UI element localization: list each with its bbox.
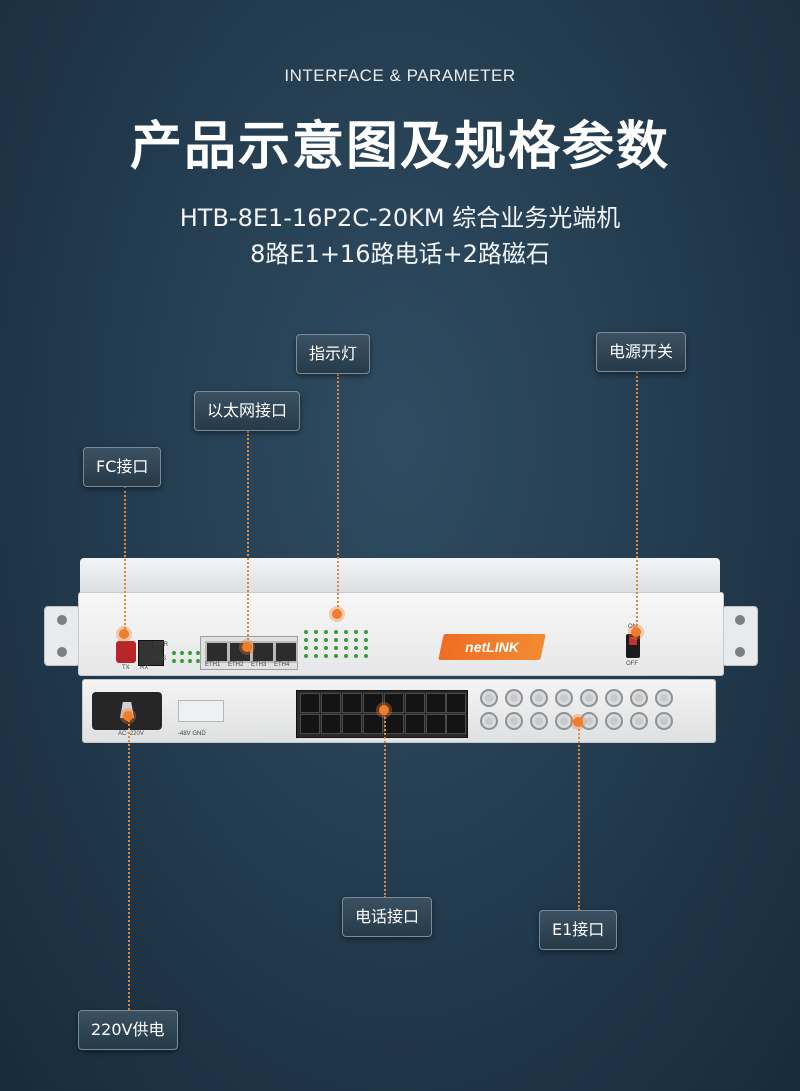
phone-callout: 电话接口 bbox=[342, 897, 433, 937]
power-switch-callout: 电源开关 bbox=[596, 332, 687, 372]
dc-label: -48V GND bbox=[178, 731, 206, 737]
eth1-label: ETH1 bbox=[205, 662, 221, 668]
e1-leader bbox=[578, 722, 580, 910]
left-rack-ear bbox=[44, 606, 80, 666]
eth2-label: ETH2 bbox=[228, 662, 244, 668]
fc-leader bbox=[124, 486, 126, 633]
e1-callout: E1接口 bbox=[539, 910, 618, 950]
ethernet-leader bbox=[247, 431, 249, 647]
right-rack-ear bbox=[722, 606, 758, 666]
phone-leader bbox=[384, 710, 386, 898]
switch-off-label: OFF bbox=[626, 661, 638, 667]
eth-port-3 bbox=[251, 641, 275, 663]
led-los-label: LOS bbox=[154, 656, 167, 662]
brand-logo: netLINK bbox=[438, 634, 546, 660]
front-panel bbox=[78, 592, 724, 676]
power-switch[interactable] bbox=[626, 634, 640, 658]
indicator-leader bbox=[337, 374, 339, 614]
phone-marker bbox=[379, 705, 389, 715]
indicator-callout: 指示灯 bbox=[296, 334, 371, 374]
power-supply-leader bbox=[128, 716, 130, 1010]
fc-port bbox=[116, 641, 136, 663]
led-pwr-label: PWR bbox=[154, 642, 168, 648]
brand-name: netLINK bbox=[465, 639, 519, 655]
dc-terminal bbox=[178, 700, 224, 722]
eth4-label: ETH4 bbox=[274, 662, 290, 668]
power-switch-leader bbox=[636, 372, 638, 630]
fc-tx-label: TX bbox=[122, 665, 130, 671]
device-top-cover bbox=[80, 558, 720, 594]
ac-label: AC~220V bbox=[118, 731, 144, 737]
e1-marker bbox=[573, 717, 583, 727]
fc-rx-label: RX bbox=[140, 665, 149, 671]
power-switch-marker bbox=[631, 627, 641, 637]
fc-marker bbox=[119, 629, 129, 639]
ethernet-callout: 以太网接口 bbox=[194, 391, 301, 431]
indicator-marker bbox=[332, 609, 342, 619]
model-line: HTB-8E1-16P2C-20KM 综合业务光端机 bbox=[179, 204, 621, 232]
fc-connector bbox=[138, 640, 164, 666]
eyebrow-text: INTERFACE & PARAMETER bbox=[284, 66, 516, 85]
power-supply-marker bbox=[123, 711, 133, 721]
eth3-label: ETH3 bbox=[251, 662, 267, 668]
spec-line: 8路E1+16路电话+2路磁石 bbox=[250, 240, 550, 268]
ethernet-marker bbox=[242, 642, 252, 652]
eth-port-4 bbox=[274, 641, 298, 663]
eth-port-1 bbox=[205, 641, 229, 663]
fc-callout: FC接口 bbox=[83, 447, 162, 487]
page-title: 产品示意图及规格参数 bbox=[129, 117, 670, 177]
power-supply-callout: 220V供电 bbox=[78, 1010, 178, 1050]
